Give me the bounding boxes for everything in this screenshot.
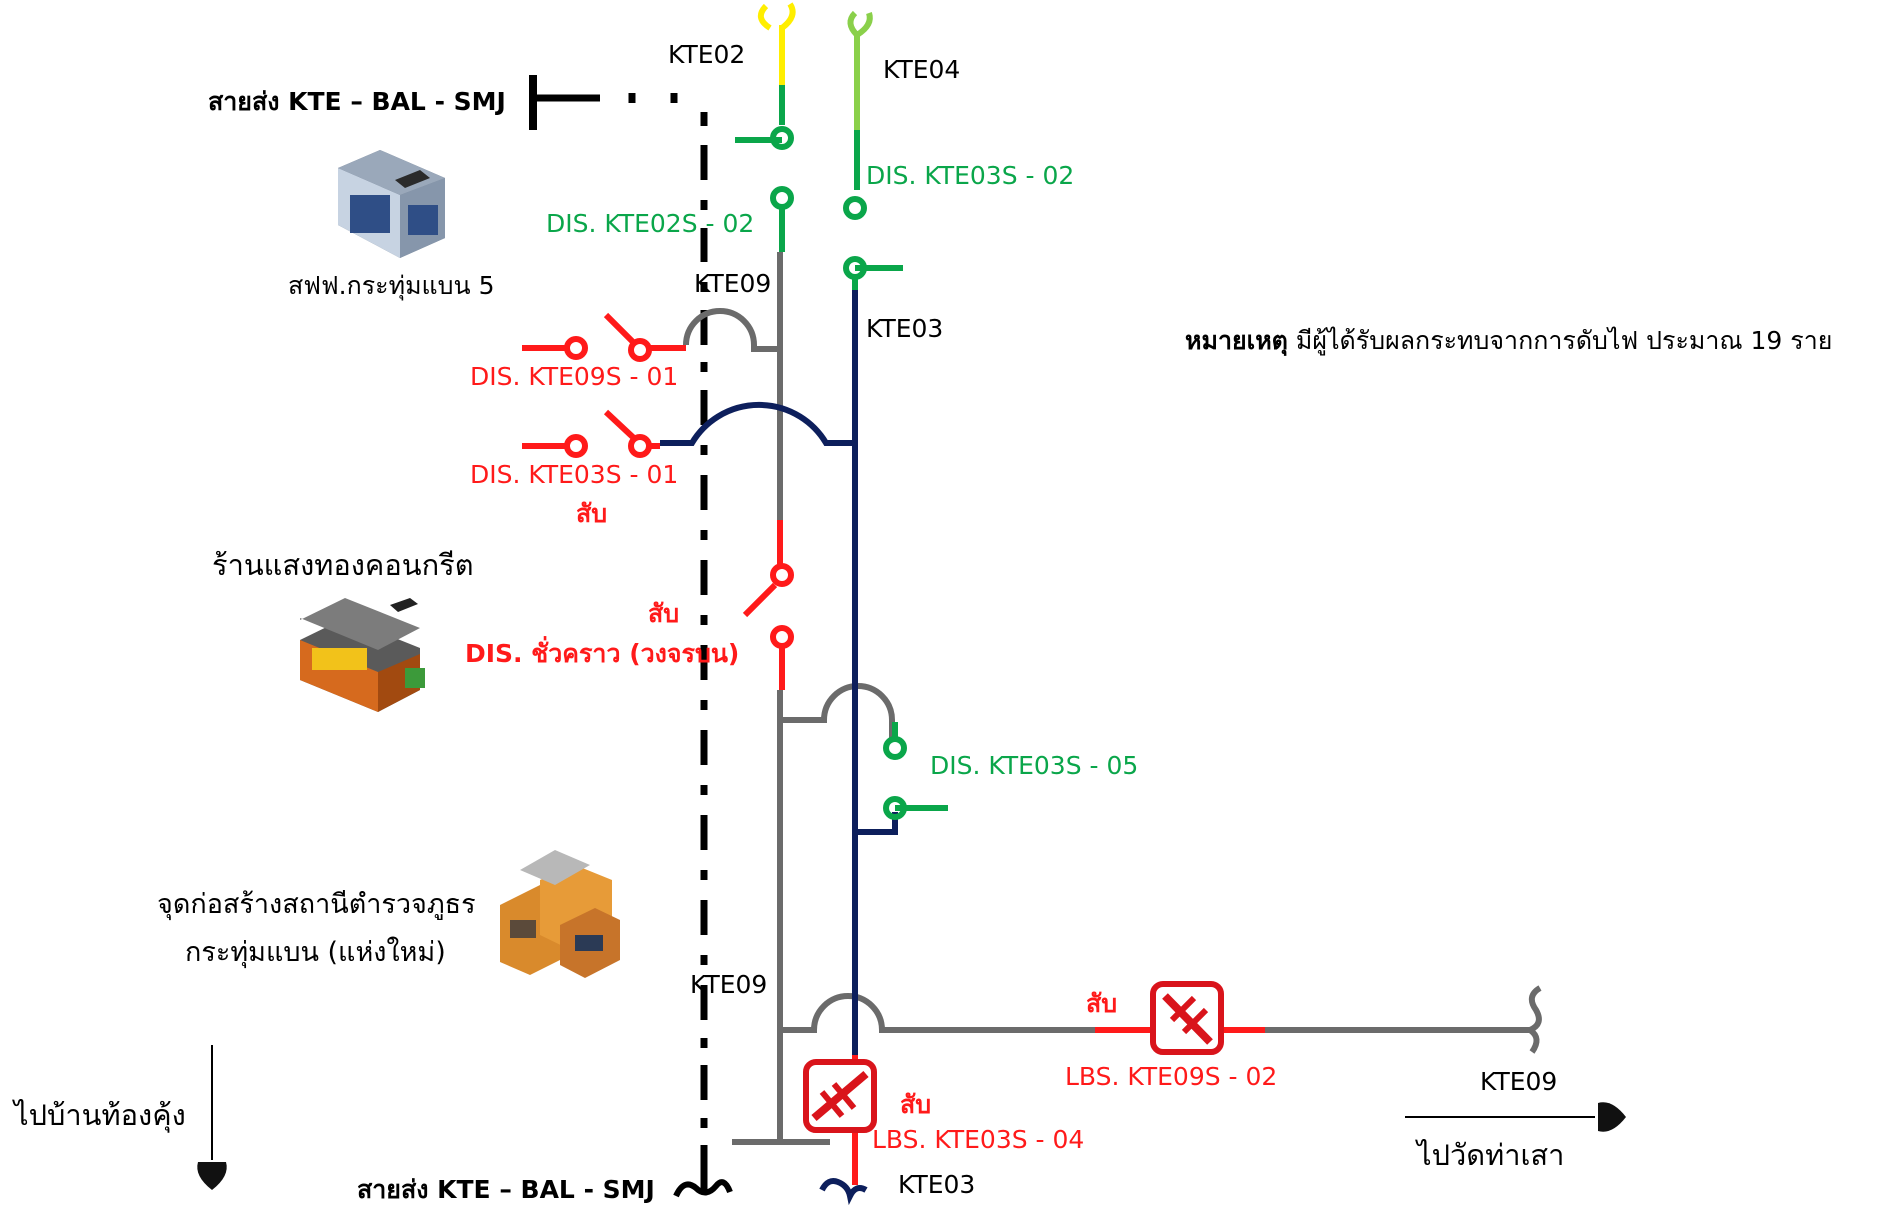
feeder-heads [757, 2, 873, 130]
note-bold: หมายเหตุ [1185, 326, 1288, 357]
state-label-close-2: สับ [648, 599, 679, 628]
switch-label-lbs-kte09s-02: LBS. KTE09S - 02 [1065, 1062, 1277, 1091]
switch-label-dis-temp: DIS. ชั่วคราว (วงจรบน) [465, 636, 739, 668]
feeder-label-kte04: KTE04 [883, 55, 960, 84]
switch-label-dis-kte03s-02: DIS. KTE03S - 02 [866, 161, 1074, 190]
feeder-label-kte03-bottom: KTE03 [898, 1170, 975, 1199]
pea-office-building-icon [338, 150, 445, 258]
feeder-label-kte09-right: KTE09 [1480, 1067, 1557, 1096]
police-station-building-icon [500, 850, 620, 978]
note-body: มีผู้ได้รับผลกระทบจากการดับไฟ ประมาณ 19 … [1288, 326, 1833, 356]
state-label-close-1: สับ [576, 499, 607, 528]
switch-label-dis-kte09s-01: DIS. KTE09S - 01 [470, 362, 678, 391]
switch-label-dis-kte02s-02: DIS. KTE02S - 02 [546, 209, 754, 238]
place-label-police-line1: จุดก่อสร้างสถานีตำรวจภูธร [157, 889, 476, 921]
place-label-to-left: ไปบ้านท้องคุ้ง [12, 1098, 186, 1133]
direction-arrow-right [1405, 1102, 1626, 1132]
lbs-kte03s-04-symbol [803, 1059, 877, 1133]
switch-label-dis-kte03s-05: DIS. KTE03S - 05 [930, 751, 1138, 780]
feeder-label-kte09-top: KTE09 [694, 269, 771, 298]
switch-label-lbs-kte03s-04: LBS. KTE03S - 04 [872, 1125, 1084, 1154]
feeder-label-kte03-top: KTE03 [866, 314, 943, 343]
place-label-to-right: ไปวัดท่าเสา [1415, 1138, 1564, 1172]
place-label-pea-office: สฟฟ.กระทุ่มแบน 5 [288, 271, 494, 301]
red-switches [522, 312, 1265, 1185]
state-label-close-4: สับ [900, 1090, 931, 1119]
shop-building-icon [300, 598, 425, 712]
transmission-label-top: สายส่ง KTE – BAL - SMJ [208, 87, 506, 116]
transmission-line [529, 75, 733, 1198]
place-label-police-line2: กระทุ่มแบน (แห่งใหม่) [185, 936, 446, 969]
switch-label-dis-kte03s-01: DIS. KTE03S - 01 [470, 460, 678, 489]
state-label-close-3: สับ [1086, 989, 1117, 1018]
green-switches [735, 85, 948, 820]
feeder-label-kte09-mid: KTE09 [690, 970, 767, 999]
lbs-kte09s-02-symbol [1150, 981, 1224, 1055]
direction-arrow-down [197, 1045, 227, 1190]
transmission-label-bottom: สายส่ง KTE – BAL - SMJ [357, 1175, 655, 1204]
labels: KTE02 KTE04 สายส่ง KTE – BAL - SMJ DIS. … [12, 40, 1832, 1204]
place-label-shop: ร้านแสงทองคอนกรีต [212, 548, 474, 582]
note-text: หมายเหตุ มีผู้ได้รับผลกระทบจากการดับไฟ ป… [1185, 326, 1832, 357]
feeder-label-kte02: KTE02 [668, 40, 745, 69]
